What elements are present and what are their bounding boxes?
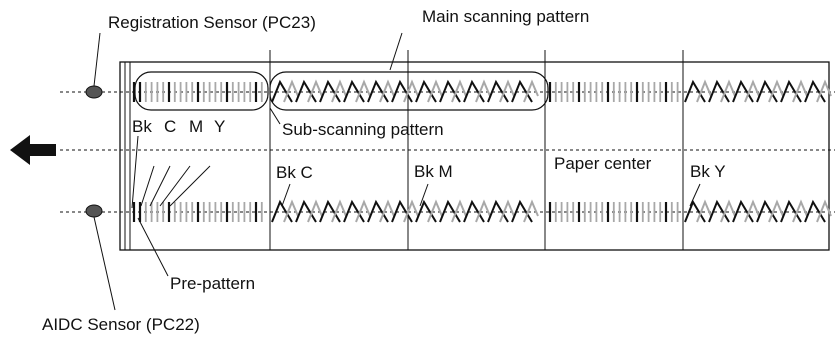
- bk-y-label: Bk Y: [690, 162, 726, 181]
- diagonal-mark: [732, 199, 754, 223]
- diagonal-mark: [475, 79, 491, 103]
- diagonal-mark: [768, 199, 784, 223]
- y-label: Y: [214, 117, 225, 136]
- diagonal-mark: [367, 79, 389, 103]
- diagonal-mark: [780, 199, 802, 223]
- diagonal-mark: [439, 79, 461, 103]
- diagonal-mark: [319, 79, 341, 103]
- diagonal-mark: [331, 199, 347, 223]
- diagonal-mark: [343, 199, 365, 223]
- bk-label: Bk: [132, 117, 152, 136]
- top-pattern-marks: [132, 79, 832, 103]
- registration-sensor-label: Registration Sensor (PC23): [108, 13, 316, 32]
- diagonal-mark: [415, 199, 437, 223]
- diagonal-mark: [379, 79, 395, 103]
- diagonal-mark: [684, 79, 706, 103]
- diagonal-mark: [816, 79, 832, 103]
- diagonal-mark: [720, 79, 736, 103]
- diagonal-mark: [523, 199, 539, 223]
- diagonal-mark: [367, 199, 389, 223]
- sub-scanning-pattern-box: [134, 71, 269, 111]
- diagonal-mark: [463, 79, 485, 103]
- diagonal-mark: [463, 199, 485, 223]
- diagonal-mark: [355, 199, 371, 223]
- diagonal-mark: [756, 199, 778, 223]
- diagonal-mark: [343, 79, 365, 103]
- diagonal-mark: [283, 79, 299, 103]
- diagonal-mark: [391, 79, 413, 103]
- diagonal-mark: [744, 199, 760, 223]
- leader-lines: [93, 32, 701, 311]
- paper-outline: [119, 61, 830, 251]
- diagonal-mark: [511, 79, 533, 103]
- paper-center-label: Paper center: [554, 154, 652, 173]
- diagonal-mark: [768, 79, 784, 103]
- diagonal-mark: [708, 199, 730, 223]
- diagonal-mark: [720, 199, 736, 223]
- diagonal-mark: [415, 79, 437, 103]
- left-arrow-icon: [10, 135, 56, 165]
- diagonal-mark: [283, 199, 299, 223]
- diagonal-mark: [403, 79, 419, 103]
- diagonal-mark: [391, 199, 413, 223]
- diagonal-mark: [295, 79, 317, 103]
- diagonal-mark: [427, 199, 443, 223]
- diagonal-mark: [792, 199, 808, 223]
- diagonal-mark: [451, 79, 467, 103]
- bk-m-label: Bk M: [414, 162, 453, 181]
- diagonal-mark: [756, 79, 778, 103]
- m-label: M: [189, 117, 203, 136]
- diagonal-mark: [696, 199, 712, 223]
- diagonal-mark: [499, 79, 515, 103]
- diagonal-mark: [696, 79, 712, 103]
- diagonal-mark: [271, 199, 293, 223]
- diagonal-mark: [780, 79, 802, 103]
- diagonal-mark: [355, 79, 371, 103]
- c-label: C: [164, 117, 176, 136]
- pre-pattern-label: Pre-pattern: [170, 274, 255, 293]
- diagonal-mark: [523, 79, 539, 103]
- diagonal-mark: [379, 199, 395, 223]
- bk-c-label: Bk C: [276, 163, 313, 182]
- diagonal-mark: [307, 79, 323, 103]
- diagonal-mark: [708, 79, 730, 103]
- diagonal-mark: [487, 79, 509, 103]
- bottom-pattern-marks: [132, 199, 832, 223]
- diagonal-mark: [307, 199, 323, 223]
- diagonal-mark: [403, 199, 419, 223]
- aidc-sensor-icon: [85, 204, 103, 218]
- diagonal-mark: [319, 199, 341, 223]
- main-scanning-pattern-label: Main scanning pattern: [422, 7, 589, 26]
- diagonal-mark: [804, 79, 826, 103]
- diagonal-mark: [295, 199, 317, 223]
- diagonal-mark: [792, 79, 808, 103]
- diagonal-mark: [475, 199, 491, 223]
- diagonal-mark: [499, 199, 515, 223]
- diagonal-mark: [331, 79, 347, 103]
- diagonal-mark: [684, 199, 706, 223]
- sub-scanning-pattern-label: Sub-scanning pattern: [282, 120, 444, 139]
- diagonal-mark: [451, 199, 467, 223]
- diagonal-mark: [732, 79, 754, 103]
- diagonal-mark: [439, 199, 461, 223]
- registration-sensor-icon: [85, 85, 103, 99]
- diagonal-mark: [427, 79, 443, 103]
- diagonal-mark: [816, 199, 832, 223]
- diagonal-mark: [744, 79, 760, 103]
- diagonal-mark: [804, 199, 826, 223]
- diagonal-mark: [271, 79, 293, 103]
- main-scanning-pattern-box: [269, 71, 549, 111]
- diagonal-mark: [487, 199, 509, 223]
- diagonal-mark: [511, 199, 533, 223]
- aidc-sensor-label: AIDC Sensor (PC22): [42, 315, 200, 334]
